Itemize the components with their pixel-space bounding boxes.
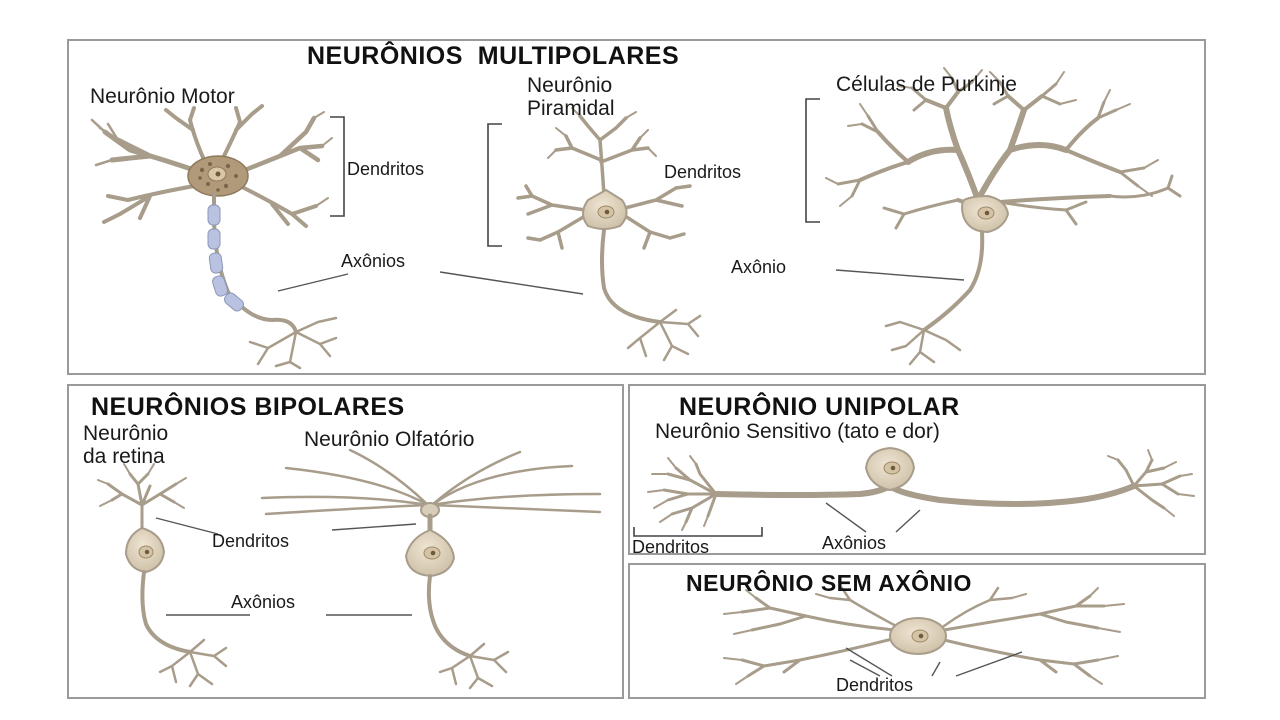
anaxonic-dendrites-label: Dendritos bbox=[836, 675, 914, 695]
unipolar-dendrites-label: Dendritos bbox=[632, 537, 710, 557]
bipolar-title: NEURÔNIOS BIPOLARES bbox=[91, 393, 405, 421]
motor-neuron bbox=[90, 104, 338, 370]
pyramidal-neuron-terminal bbox=[626, 308, 702, 362]
pyramidal-label-line1: Neurônio bbox=[527, 74, 613, 97]
myelin-sheath bbox=[207, 204, 244, 312]
pyramidal-neuron bbox=[516, 107, 702, 362]
unipolar-axon-leader-right bbox=[895, 509, 921, 533]
unipolar-title: NEURÔNIO UNIPOLAR bbox=[679, 393, 960, 421]
purkinje-cell bbox=[825, 67, 1182, 366]
retina-neuron-terminal bbox=[158, 638, 228, 688]
unipolar-subtitle: Neurônio Sensitivo (tato e dor) bbox=[655, 420, 940, 443]
retina-label-line2: da retina bbox=[83, 445, 165, 468]
unipolar-panel bbox=[628, 384, 1206, 555]
unipolar-central-terminals bbox=[1107, 449, 1195, 517]
anaxonic-dendrite-leader-2 bbox=[849, 659, 881, 677]
motor-dendrites-bracket bbox=[330, 116, 345, 217]
retina-label-line1: Neurônio bbox=[83, 422, 169, 445]
purkinje-axon-label: Axônio bbox=[731, 257, 787, 277]
pyramidal-label-line2: Piramidal bbox=[527, 97, 615, 120]
pyramidal-neuron-basal-dendrites bbox=[516, 184, 692, 250]
purkinje-dendritic-tree bbox=[825, 67, 1182, 230]
motor-neuron-label: Neurônio Motor bbox=[90, 85, 235, 108]
motor-neuron-granules bbox=[198, 162, 238, 192]
pyramidal-neuron-apical-dendrite bbox=[547, 107, 657, 197]
anaxonic-dendrite-leader-3 bbox=[931, 661, 941, 677]
retina-neuron bbox=[97, 463, 228, 688]
unipolar-dendrites-bracket bbox=[633, 527, 763, 537]
anaxonic-dendrite-leader-4 bbox=[955, 651, 1023, 677]
motor-neuron-dendrites bbox=[90, 104, 333, 228]
unipolar-axons-label: Axônios bbox=[822, 533, 887, 553]
bipolar-dendrite-leader-olfactory bbox=[331, 523, 417, 531]
retina-neuron-dendrites bbox=[97, 463, 187, 532]
olfactory-cilia bbox=[260, 448, 602, 516]
unipolar-axon-leader-left bbox=[825, 502, 867, 533]
axon-leader-motor bbox=[277, 273, 349, 292]
motor-dendrites-label: Dendritos bbox=[347, 159, 425, 179]
multipolar-axons-label: Axônios bbox=[341, 251, 406, 271]
multipolar-title: NEURÔNIOS MULTIPOLARES bbox=[307, 42, 680, 70]
axon-leader-pyramidal bbox=[439, 271, 584, 295]
anaxonic-title: NEURÔNIO SEM AXÔNIO bbox=[686, 570, 972, 596]
pyramidal-dendrites-bracket bbox=[487, 123, 502, 247]
purkinje-dendrites-label: Dendritos bbox=[664, 162, 742, 182]
purkinje-dendrites-bracket bbox=[805, 98, 820, 223]
unipolar-neuron bbox=[647, 446, 1195, 531]
purkinje-terminal bbox=[884, 320, 962, 366]
motor-neuron-terminal bbox=[248, 316, 338, 370]
bipolar-dendrite-leader-retina bbox=[155, 517, 219, 535]
bipolar-axons-label: Axônios bbox=[231, 592, 296, 612]
anaxonic-dendrite-leader-1 bbox=[845, 647, 893, 677]
olfactory-neuron bbox=[260, 448, 602, 690]
olfactory-neuron-terminal bbox=[438, 642, 510, 690]
anaxonic-neuron bbox=[723, 586, 1125, 685]
purkinje-label: Células de Purkinje bbox=[836, 73, 1017, 96]
bipolar-dendrites-label: Dendritos bbox=[212, 531, 290, 551]
olfactory-label: Neurônio Olfatório bbox=[304, 428, 475, 451]
axon-leader-purkinje bbox=[835, 269, 965, 281]
unipolar-peripheral-dendrites bbox=[647, 455, 718, 531]
